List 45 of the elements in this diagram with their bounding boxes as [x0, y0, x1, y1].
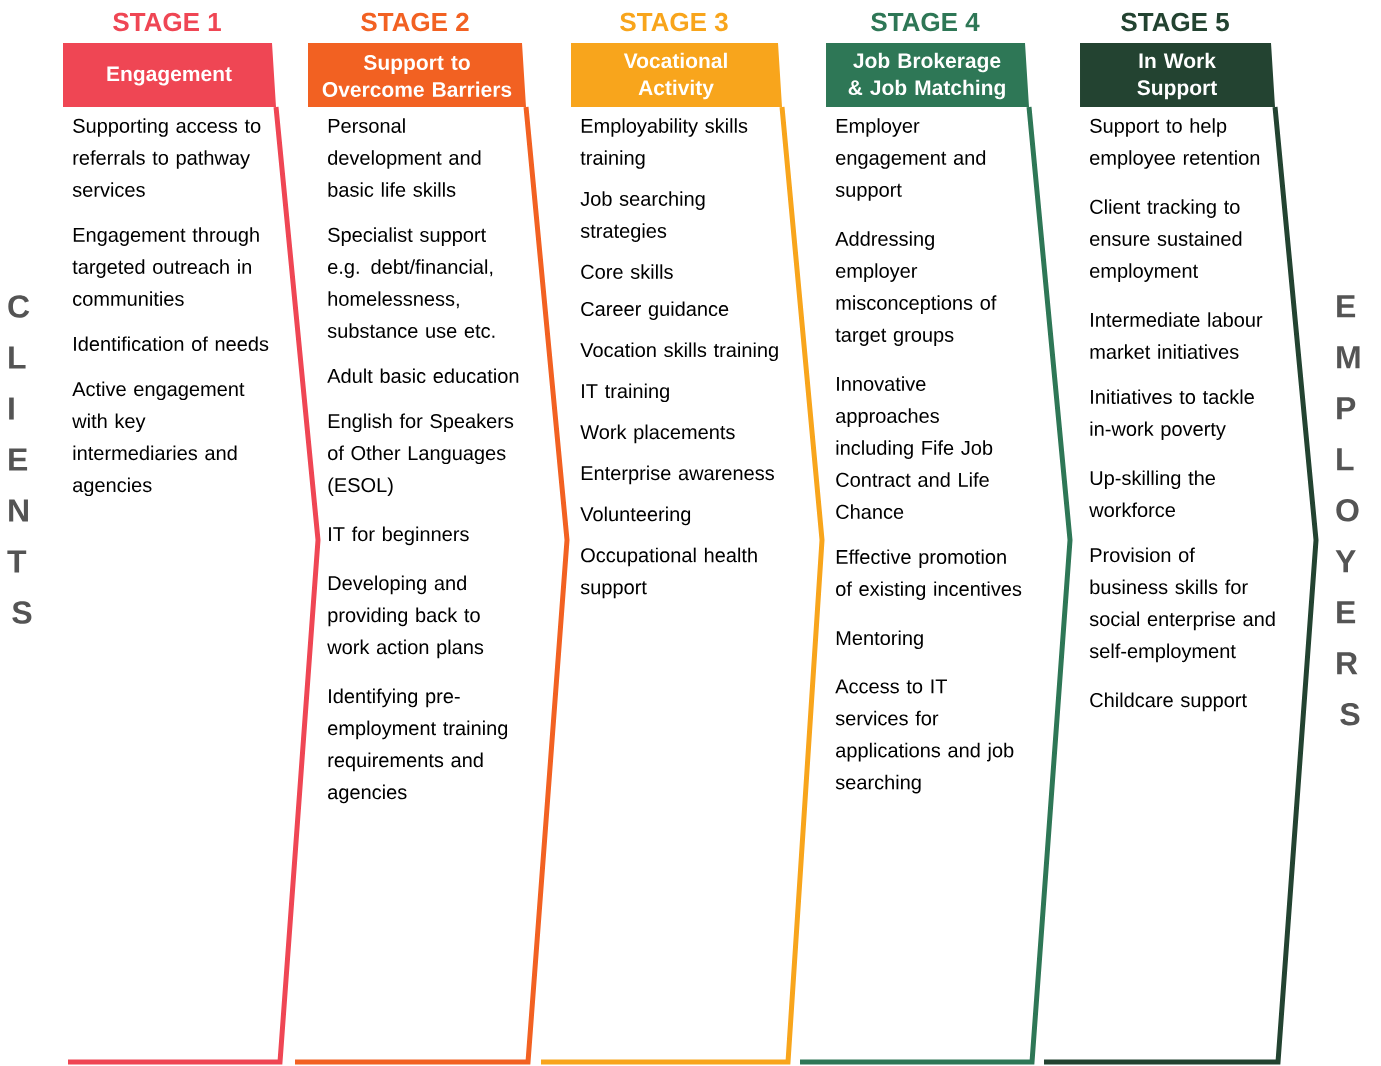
list-item: IT training [582, 383, 669, 403]
list-item: Enterprise awareness [581, 465, 774, 485]
list-item: Support to help employee retention [1090, 118, 1260, 169]
stage-heading: STAGE 5 [1121, 12, 1229, 32]
list-item: Active engagement with key intermediaries and agencies [72, 381, 245, 497]
list-item: Volunteering [580, 506, 691, 526]
vertical-label: CLIENTS [7, 295, 32, 624]
list-item: Client tracking to ensure sustained employment [1090, 199, 1242, 282]
list-item: English for Speakers of Other Languages (ESOL) [328, 413, 514, 497]
list-item: Access to IT services for applications and job searching [835, 679, 1014, 794]
header-band: In Work Support [1080, 43, 1275, 107]
list-item: Specialist support e.g. debt/financial, homelessness, substance use etc. [327, 227, 495, 338]
list-item: Effective promotion of existing incentives [836, 549, 1022, 601]
list-item: Core skills [581, 264, 673, 279]
stage-heading: STAGE 2 [361, 12, 469, 32]
list-item: Addressing employer misconceptions of target groups [835, 231, 997, 346]
list-item: Intermediate labour market initiatives [1090, 312, 1263, 359]
list-item: Employer engagement and support [835, 118, 986, 201]
stage-heading: STAGE 1 [113, 12, 221, 32]
list-item: Identification of needs [74, 336, 269, 352]
list-item: Supporting access to referrals to pathway services [72, 118, 261, 197]
list-item: Innovative approaches including Fife Job Contract and Life Chance [836, 376, 993, 519]
list-item: Job searching strategies [580, 191, 705, 242]
list-item: Developing and providing back to work action plans [327, 575, 484, 659]
header-band: Support to Overcome Barriers [308, 43, 526, 107]
list-item: Personal development and basic life skills [328, 118, 481, 197]
stage-heading: STAGE 4 [871, 12, 980, 32]
list-item: Work placements [580, 424, 735, 444]
list-item: Adult basic education [327, 368, 519, 384]
list-item: Vocation skills training [580, 342, 778, 362]
header-band: Job Brokerage & Job Matching [826, 43, 1029, 107]
list-item: Identifying pre-employment training requirements and agencies [328, 688, 508, 804]
list-item: Career guidance [581, 301, 729, 321]
list-item: IT for beginners [329, 526, 469, 546]
header-band: Vocational Activity [571, 43, 782, 107]
list-item: Mentoring [836, 630, 923, 650]
stage-heading: STAGE 3 [620, 12, 728, 32]
list-item: Engagement through targeted outreach in communities [72, 227, 259, 306]
list-item: Employability skills training [580, 118, 748, 169]
list-item: Occupational health support [580, 547, 757, 599]
list-item: Initiatives to tackle in-work poverty [1090, 389, 1254, 441]
header-band: Engagement [63, 43, 276, 107]
list-item: Provision of business skills for social enterprise and self-employment [1089, 547, 1275, 663]
list-item: Up-skilling the workforce [1089, 470, 1215, 518]
list-item: Childcare support [1090, 692, 1247, 712]
